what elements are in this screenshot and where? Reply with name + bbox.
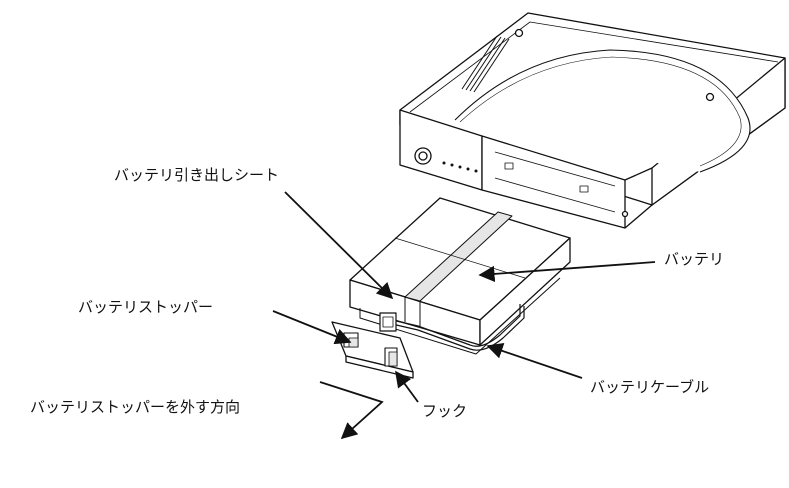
battery-pack	[349, 197, 571, 355]
vent-slats	[461, 35, 510, 93]
label-stopper-removal-direction: バッテリストッパーを外す方向	[30, 398, 241, 416]
indicator-leds	[442, 161, 478, 173]
ups-unit	[399, 12, 786, 229]
screw-right	[705, 92, 715, 102]
label-battery-stopper: バッテリストッパー	[78, 298, 214, 316]
battery-cable-arrow	[486, 343, 583, 379]
leader-lines	[272, 191, 656, 440]
battery-arrow	[478, 261, 656, 282]
label-battery: バッテリ	[664, 250, 725, 268]
label-pull-sheet: バッテリ引き出しシート	[114, 166, 280, 184]
battery-stopper-arrow	[272, 310, 352, 345]
screw-top	[514, 28, 524, 38]
hook-arrow	[395, 370, 419, 403]
label-hook: フック	[422, 402, 468, 420]
label-battery-cable: バッテリケーブル	[590, 378, 710, 396]
removal-direction-arrow	[319, 381, 384, 440]
pull-sheet-arrow	[284, 191, 394, 300]
